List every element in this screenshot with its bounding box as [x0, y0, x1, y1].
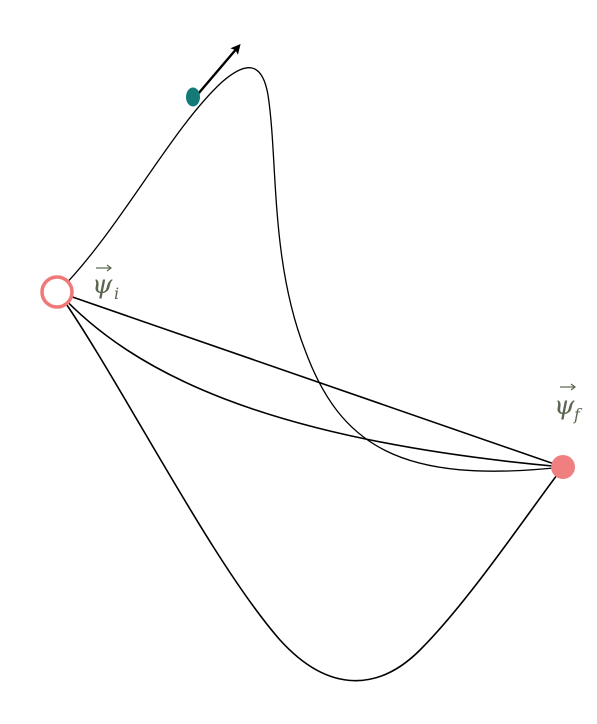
- initial-state-node: [40, 275, 74, 309]
- direction-arrow-icon: [197, 43, 241, 95]
- path-deep-curve: [57, 291, 564, 682]
- final-state-label: ψ f: [554, 383, 583, 424]
- path-straight-line: [57, 291, 564, 468]
- initial-label-subscript: i: [114, 284, 119, 303]
- moving-point-marker: [186, 87, 200, 107]
- final-label-symbol: ψ: [554, 391, 575, 421]
- initial-state-label: ψ i: [92, 264, 119, 303]
- path-bowed-curve: [57, 291, 564, 468]
- final-label-subscript: f: [573, 405, 583, 424]
- final-state-node: [551, 455, 575, 479]
- path-loop-curve: [57, 67, 564, 472]
- initial-label-symbol: ψ: [92, 270, 113, 300]
